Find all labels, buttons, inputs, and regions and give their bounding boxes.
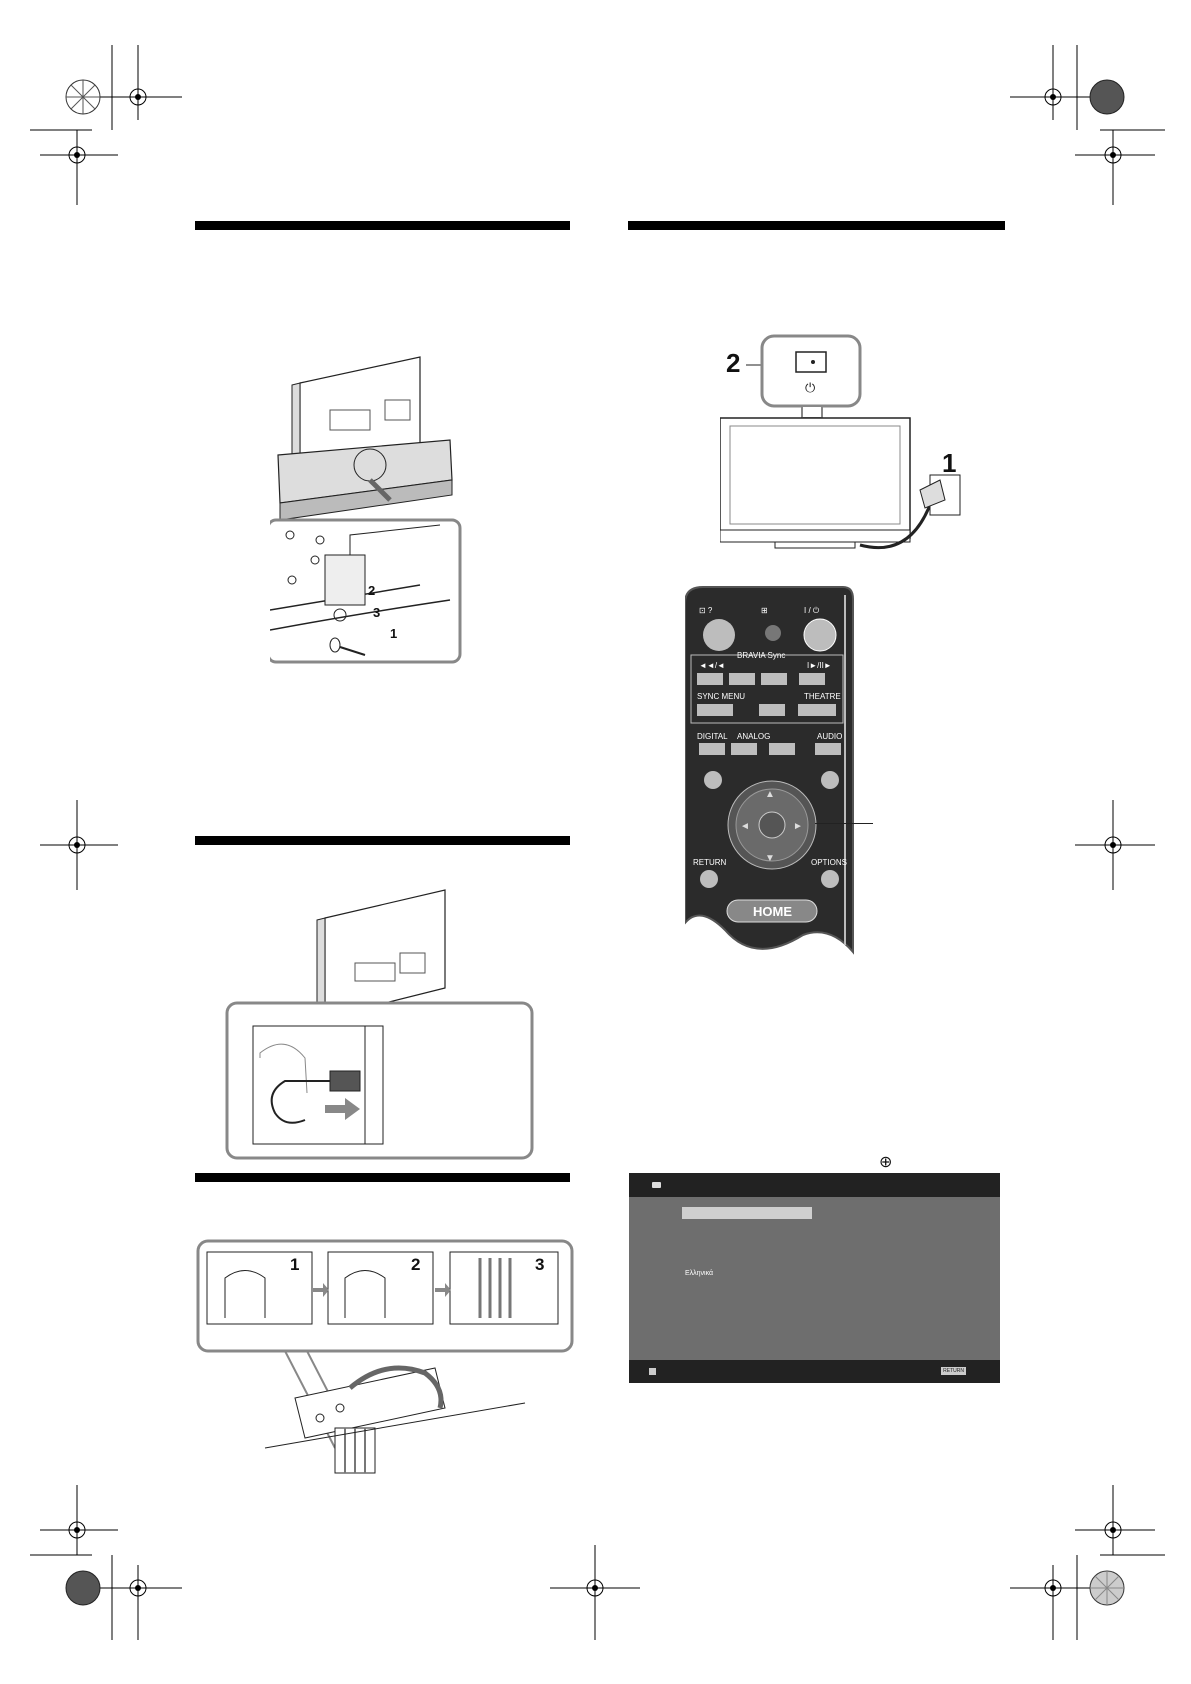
osd-header-bar bbox=[629, 1173, 1000, 1197]
dpad-callout-line bbox=[815, 823, 873, 824]
svg-text:▼: ▼ bbox=[765, 853, 775, 864]
osd-toolbox-icon bbox=[652, 1182, 661, 1188]
section-rule-left-bottom bbox=[195, 1173, 570, 1182]
digital-button[interactable] bbox=[699, 743, 725, 755]
power-callout-1: 1 bbox=[942, 448, 956, 478]
remote-tools-button[interactable] bbox=[821, 771, 839, 789]
remote-power-label: I / ⏻ bbox=[804, 606, 820, 615]
remote-stop-button[interactable] bbox=[759, 704, 785, 716]
section-rule-left-middle bbox=[195, 836, 570, 845]
home-label: HOME bbox=[753, 904, 792, 919]
cable-tie-figure: 1 2 3 bbox=[196, 1239, 574, 1474]
stand-callout-2: 2 bbox=[368, 583, 375, 598]
sync-menu-button[interactable] bbox=[697, 704, 733, 716]
subtitle-button[interactable] bbox=[769, 743, 795, 755]
stand-callout-1: 1 bbox=[390, 626, 397, 641]
cable-step-3: 3 bbox=[535, 1255, 544, 1274]
section-rule-right-top bbox=[628, 221, 1005, 230]
remote-pause-button[interactable] bbox=[761, 673, 787, 685]
remote-input-help-label: ⊡ ? bbox=[699, 606, 713, 615]
remote-enter-button[interactable] bbox=[758, 811, 786, 839]
cable-plug-figure bbox=[225, 889, 534, 1160]
remote-return-button[interactable] bbox=[700, 870, 718, 888]
cable-step-2: 2 bbox=[411, 1255, 420, 1274]
remote-transport-right-label: I►/II► bbox=[807, 661, 832, 670]
section-rule-left-top bbox=[195, 221, 570, 230]
stand-assembly-figure: 2 3 1 bbox=[270, 356, 462, 664]
osd-footer-bar: RETURN bbox=[629, 1360, 1000, 1383]
digital-label: DIGITAL bbox=[697, 732, 728, 741]
remote-wide-button[interactable] bbox=[765, 625, 781, 641]
options-label: OPTIONS bbox=[811, 858, 847, 867]
remote-power-button[interactable] bbox=[803, 618, 837, 652]
audio-label: AUDIO bbox=[817, 732, 842, 741]
remote-options-button[interactable] bbox=[821, 870, 839, 888]
cable-step-1: 1 bbox=[290, 1255, 299, 1274]
svg-text:▲: ▲ bbox=[765, 789, 775, 800]
tv-power-figure: 2 ⏻ 1 bbox=[720, 334, 961, 550]
audio-button[interactable] bbox=[815, 743, 841, 755]
osd-screen: Ελληνικά RETURN bbox=[629, 1173, 1000, 1383]
osd-selected-item[interactable] bbox=[682, 1207, 812, 1219]
stand-callout-3: 3 bbox=[373, 605, 380, 620]
remote-forward-button[interactable] bbox=[799, 673, 825, 685]
remote-input-button[interactable] bbox=[703, 619, 735, 651]
osd-return-badge[interactable]: RETURN bbox=[941, 1367, 966, 1375]
return-label: RETURN bbox=[693, 858, 727, 867]
theatre-button[interactable] bbox=[798, 704, 836, 716]
svg-text:►: ► bbox=[793, 821, 803, 832]
analog-button[interactable] bbox=[731, 743, 757, 755]
osd-nav-icon bbox=[649, 1368, 656, 1375]
remote-transport-left-label: ◄◄/◄ bbox=[699, 661, 725, 670]
remote-rewind-button[interactable] bbox=[697, 673, 723, 685]
theatre-label: THEATRE bbox=[804, 692, 841, 701]
remote-control: ⊡ ? ⊞ I / ⏻ BRAVIA Sync ◄◄/◄ I►/II► SYNC… bbox=[685, 586, 854, 955]
power-symbol-icon: ⏻ bbox=[805, 380, 815, 395]
analog-label: ANALOG bbox=[737, 732, 770, 741]
power-callout-2: 2 bbox=[726, 348, 740, 378]
remote-home-button[interactable] bbox=[726, 899, 818, 923]
enter-icon: ⊕ bbox=[879, 1154, 893, 1171]
bravia-sync-label: BRAVIA Sync bbox=[737, 651, 785, 660]
sync-menu-label: SYNC MENU bbox=[697, 692, 745, 701]
remote-guide-button[interactable] bbox=[704, 771, 722, 789]
remote-play-button[interactable] bbox=[729, 673, 755, 685]
svg-text:◄: ◄ bbox=[740, 821, 750, 832]
remote-wide-label: ⊞ bbox=[761, 606, 768, 615]
osd-language-item[interactable]: Ελληνικά bbox=[685, 1270, 714, 1277]
